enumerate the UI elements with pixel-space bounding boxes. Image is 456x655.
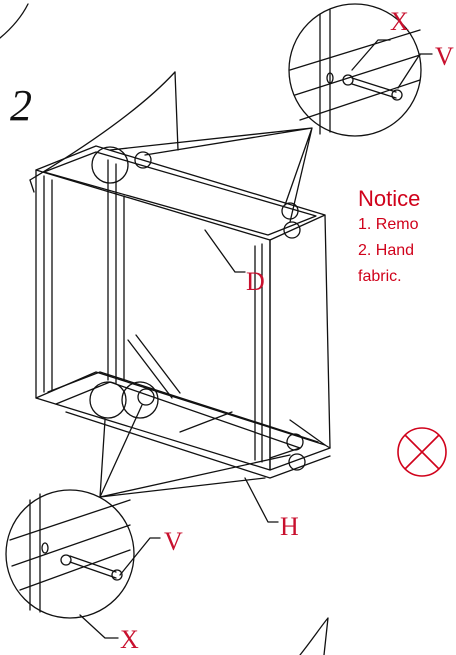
panel-d-leader-line <box>204 229 246 273</box>
top-v-leader <box>397 53 433 89</box>
bottom-v-leader <box>119 537 161 576</box>
panel-h-label: H <box>280 512 299 541</box>
curved-leg-top <box>29 71 179 193</box>
notice-line-2: 2. Hand <box>358 242 415 259</box>
bottom-v-label: V <box>164 527 183 556</box>
bottom-magnifier-detail <box>5 489 135 619</box>
top-x-leader <box>351 39 391 71</box>
bottom-x-label: X <box>120 625 139 654</box>
notice-line-1: 1. Remo <box>358 216 419 233</box>
notice-panel: Notice 1. Remo 2. Hand fabric. <box>358 186 456 290</box>
hardware-markers <box>89 146 306 471</box>
curved-leg-bottom <box>299 617 329 655</box>
bottom-leader-lines <box>99 404 291 498</box>
top-left-fragment <box>0 3 29 39</box>
top-magnifier-detail <box>288 3 422 137</box>
step-number: 2 <box>10 81 32 130</box>
panel-h-leader-line <box>244 477 279 523</box>
notice-line-3: fabric. <box>358 268 402 285</box>
bottom-x-leader <box>79 614 119 639</box>
frame <box>35 145 331 523</box>
top-leader-lines <box>109 127 313 223</box>
prohibited-circle-x-icon <box>397 427 447 477</box>
panel-d-label: D <box>246 267 265 296</box>
top-x-label: X <box>390 7 409 36</box>
notice-title: Notice <box>358 186 421 211</box>
top-v-label: V <box>435 42 454 71</box>
